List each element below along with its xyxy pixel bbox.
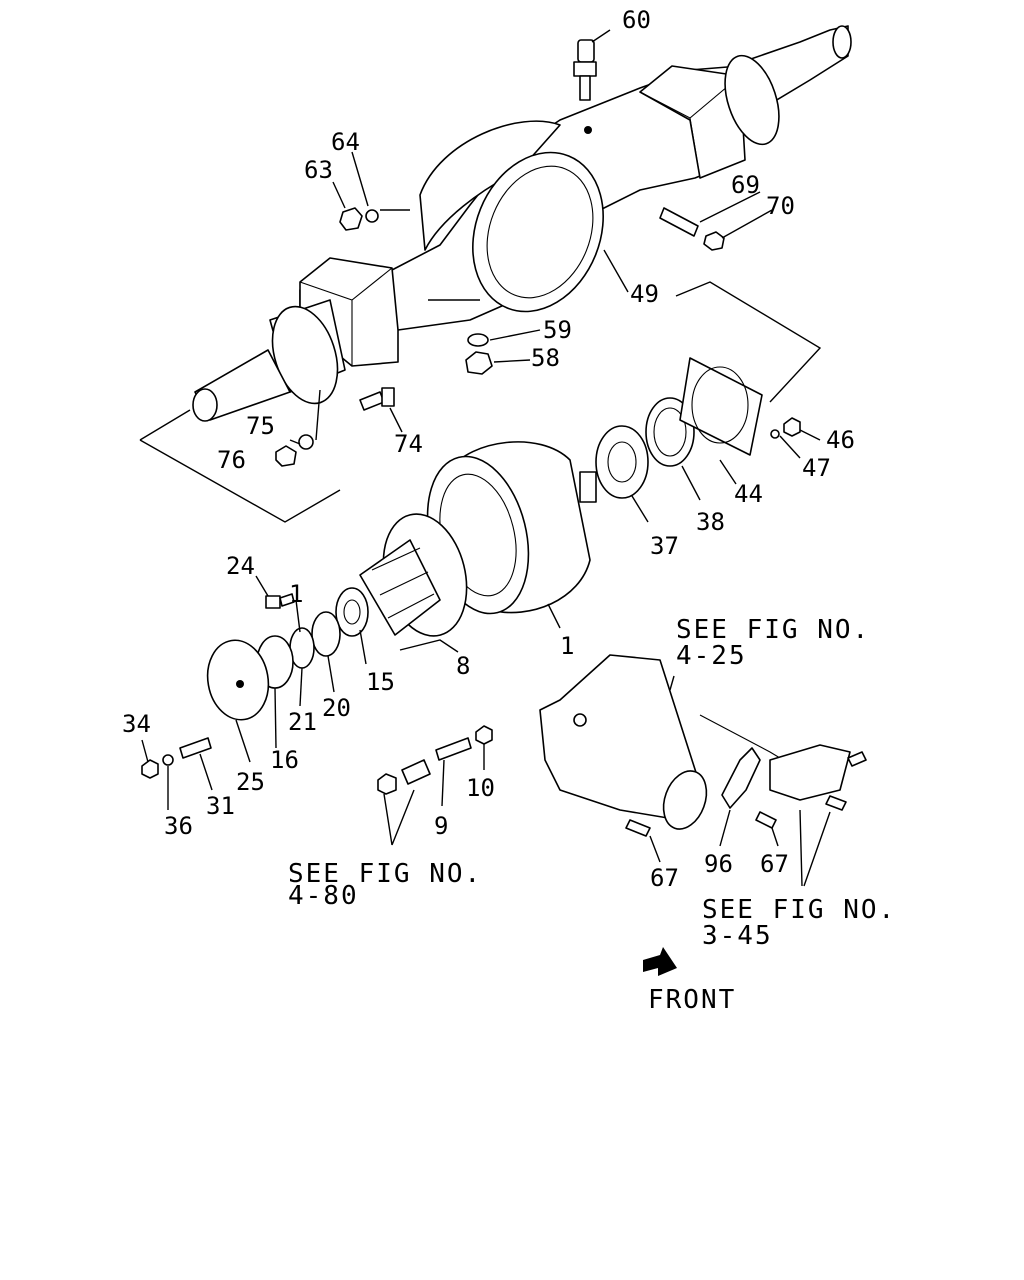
- label-36: 36: [164, 812, 193, 840]
- label-20: 20: [322, 694, 351, 722]
- connector-group: [377, 725, 493, 795]
- label-9: 9: [434, 812, 448, 840]
- see-fig-4-80-line2: 4-80: [288, 881, 359, 911]
- part-labels: 60 64 63 69 70 49 59 58 75 76 74 46 47 4…: [122, 6, 855, 892]
- label-1-small: 1: [289, 580, 303, 608]
- label-69: 69: [731, 171, 760, 199]
- label-38: 38: [696, 508, 725, 536]
- label-1: 1: [560, 632, 574, 660]
- label-31: 31: [206, 792, 235, 820]
- label-70: 70: [766, 192, 795, 220]
- front-label: FRONT: [648, 985, 736, 1015]
- label-15: 15: [366, 668, 395, 696]
- label-21: 21: [288, 708, 317, 736]
- axle-housing: [192, 25, 852, 422]
- see-fig-4-25-line2: 4-25: [676, 641, 747, 671]
- pinion-bearing-group: [595, 357, 801, 499]
- housing-hardware: [275, 39, 725, 467]
- label-24: 24: [226, 552, 255, 580]
- label-10: 10: [466, 774, 495, 802]
- label-67-a: 67: [650, 864, 679, 892]
- label-96: 96: [704, 850, 733, 878]
- label-76: 76: [217, 446, 246, 474]
- label-8: 8: [456, 652, 470, 680]
- see-fig-3-45-line1: SEE FIG NO.: [702, 895, 896, 925]
- leader-lines: [139, 29, 831, 887]
- label-16: 16: [270, 746, 299, 774]
- label-47: 47: [802, 454, 831, 482]
- label-49: 49: [630, 280, 659, 308]
- figure-references: SEE FIG NO. 4-25 SEE FIG NO. 4-80 SEE FI…: [288, 615, 896, 1015]
- label-59: 59: [543, 316, 572, 344]
- label-75: 75: [246, 412, 275, 440]
- see-fig-4-25-line1: SEE FIG NO.: [676, 615, 870, 645]
- front-arrow-icon: [643, 947, 677, 976]
- label-64: 64: [331, 128, 360, 156]
- differential-carrier: [141, 441, 597, 779]
- see-fig-4-80-line1: SEE FIG NO.: [288, 859, 482, 889]
- label-67-b: 67: [760, 850, 789, 878]
- label-63: 63: [304, 156, 333, 184]
- label-60: 60: [622, 6, 651, 34]
- label-44: 44: [734, 480, 763, 508]
- transmission-case: [539, 654, 867, 837]
- label-46: 46: [826, 426, 855, 454]
- label-74: 74: [394, 430, 423, 458]
- label-58: 58: [531, 344, 560, 372]
- see-fig-3-45-line2: 3-45: [702, 921, 773, 951]
- label-25: 25: [236, 768, 265, 796]
- label-37: 37: [650, 532, 679, 560]
- label-34: 34: [122, 710, 151, 738]
